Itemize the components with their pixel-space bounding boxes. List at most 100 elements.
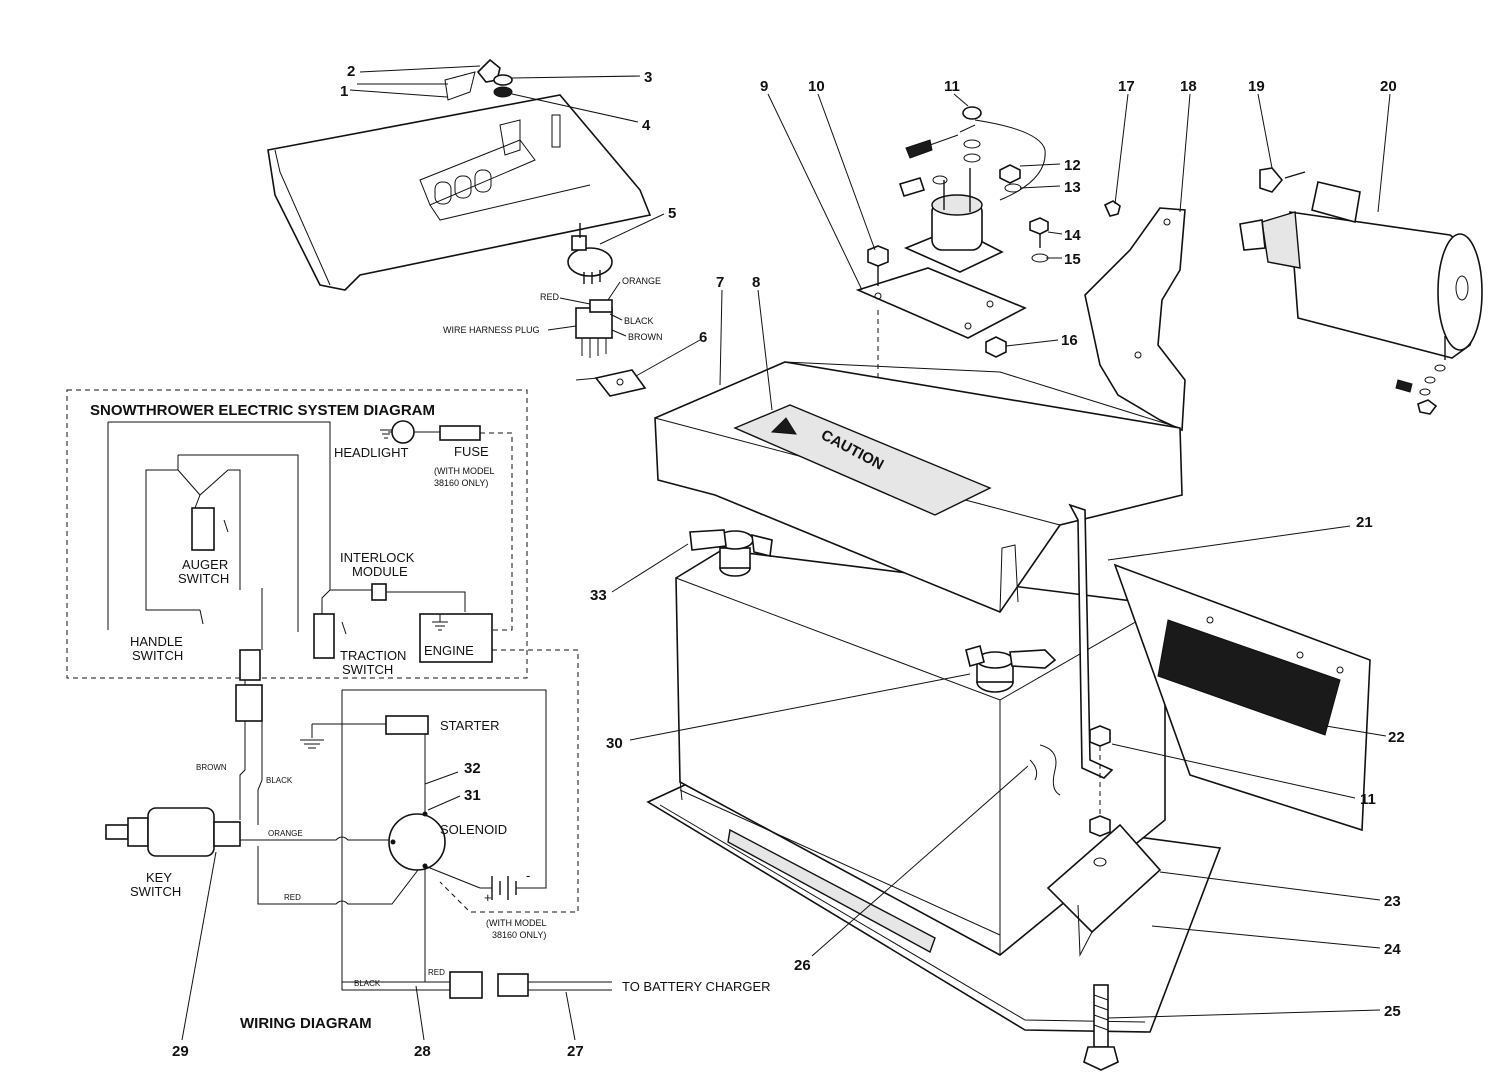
electric-system-title: SNOWTHROWER ELECTRIC SYSTEM DIAGRAM [90, 402, 435, 419]
solenoid-part [898, 106, 1046, 273]
callout-30: 30 [606, 735, 623, 752]
callout-21: 21 [1356, 514, 1373, 531]
mounting-plate-part [1113, 563, 1371, 832]
callout-26: 26 [794, 957, 811, 974]
handle-switch-label-2: SWITCH [132, 648, 183, 663]
callout-5: 5 [668, 205, 676, 222]
red-wire-label: RED [284, 893, 301, 902]
control-panel [267, 71, 652, 291]
callout-33: 33 [590, 587, 607, 604]
auger-switch-label-2: SWITCH [178, 571, 229, 586]
callout-20: 20 [1380, 78, 1397, 95]
plug-labels: ORANGE RED BLACK BROWN WIRE HARNESS PLUG [443, 276, 663, 342]
wire-clip-part [575, 369, 647, 397]
battery-minus: - [526, 868, 530, 883]
callout-22: 22 [1388, 729, 1405, 746]
callout-19: 19 [1248, 78, 1265, 95]
callout-11-bottom: 11 [1360, 791, 1376, 808]
callout-13: 13 [1064, 179, 1081, 196]
callout-1: 1 [340, 83, 348, 100]
callout-23: 23 [1384, 893, 1401, 910]
plug-orange-label: ORANGE [622, 276, 661, 286]
handle-switch-label-1: HANDLE [130, 634, 183, 649]
key-switch-part [567, 223, 613, 284]
key-switch-label-1: KEY [146, 870, 172, 885]
battery-terminal-positive [965, 645, 1057, 693]
plug-red-label: RED [540, 292, 560, 302]
interlock-module-symbol [371, 583, 387, 601]
callout-15: 15 [1064, 251, 1081, 268]
black-wire-label: BLACK [266, 776, 293, 785]
callout-24: 24 [1384, 941, 1401, 958]
solenoid-label: SOLENOID [440, 822, 507, 837]
black-charger-wire-label: BLACK [354, 979, 381, 988]
plug-black-label: BLACK [624, 316, 654, 326]
battery-plus: + [484, 890, 492, 905]
callout-25: 25 [1384, 1003, 1401, 1020]
interlock-label-1: INTERLOCK [340, 550, 415, 565]
battery-symbol [480, 876, 520, 900]
callout-3: 3 [644, 69, 652, 86]
key-switch-symbol [105, 807, 241, 857]
red-charger-wire-label: RED [428, 968, 445, 977]
side-bracket-part [1084, 207, 1186, 432]
headlight-symbol [380, 420, 440, 444]
callout-12: 12 [1064, 157, 1081, 174]
battery-cover-part: CAUTION [654, 361, 1183, 613]
callout-7: 7 [716, 274, 724, 291]
hold-down-rod-part [1068, 503, 1114, 837]
headlight-label: HEADLIGHT [334, 445, 408, 460]
callout-18: 18 [1180, 78, 1197, 95]
callout-28: 28 [414, 1043, 431, 1060]
key-switch-label-2: SWITCH [130, 884, 181, 899]
traction-switch-symbol [313, 613, 335, 659]
callout-4: 4 [642, 117, 651, 134]
interlock-label-2: MODULE [352, 564, 408, 579]
fuse-label: FUSE [454, 444, 489, 459]
callout-2: 2 [347, 63, 355, 80]
carriage-bolt-part [1083, 984, 1119, 1071]
to-battery-charger-label: TO BATTERY CHARGER [622, 979, 771, 994]
wire-harness-plug-label: WIRE HARNESS PLUG [443, 325, 540, 335]
callout-29: 29 [172, 1043, 189, 1060]
callout-9: 9 [760, 78, 768, 95]
wiring-diagram-title: WIRING DIAGRAM [240, 1015, 372, 1032]
callout-leaders [181, 65, 1391, 1041]
battery-clip-part [1029, 744, 1061, 796]
fuse-symbol [439, 425, 481, 441]
electric-system-diagram: SNOWTHROWER ELECTRIC SYSTEM DIAGRAM AUGE… [66, 389, 528, 679]
traction-switch-label-1: TRACTION [340, 648, 406, 663]
callout-14: 14 [1064, 227, 1081, 244]
plug-brown-label: BROWN [628, 332, 663, 342]
brown-wire-label: BROWN [196, 763, 227, 772]
part-callouts: 2 1 3 4 5 6 7 8 9 10 11 12 13 14 15 16 1… [172, 63, 1405, 1060]
traction-switch-label-2: SWITCH [342, 662, 393, 677]
starter-symbol [385, 715, 429, 735]
charger-plug-male [497, 973, 529, 997]
headlight-model-note-1: (WITH MODEL [434, 466, 495, 476]
wire-harness-plug [575, 299, 613, 358]
starter-motor-part [1239, 167, 1483, 415]
callout-32: 32 [464, 760, 481, 777]
callout-17: 17 [1118, 78, 1135, 95]
engine-label: ENGINE [424, 643, 474, 658]
solenoid-symbol [388, 813, 446, 871]
starter-label: STARTER [440, 718, 499, 733]
callout-27: 27 [567, 1043, 584, 1060]
wiring-diagram: BROWN BLACK KEY SWITCH ORANGE RED STARTE… [105, 588, 771, 1032]
headlight-model-note-2: 38160 ONLY) [434, 478, 488, 488]
charger-plug-female [449, 971, 483, 999]
battery-terminal-negative [689, 529, 773, 577]
key-part [476, 58, 513, 98]
callout-11-top: 11 [944, 78, 960, 95]
battery-bracket-part [1046, 823, 1162, 957]
callout-6: 6 [699, 329, 707, 346]
wiring-model-note-1: (WITH MODEL [486, 918, 547, 928]
orange-wire-label: ORANGE [268, 829, 303, 838]
callout-16: 16 [1061, 332, 1078, 349]
auger-switch-label-1: AUGER [182, 557, 228, 572]
callout-10: 10 [808, 78, 825, 95]
wiring-model-note-2: 38160 ONLY) [492, 930, 546, 940]
